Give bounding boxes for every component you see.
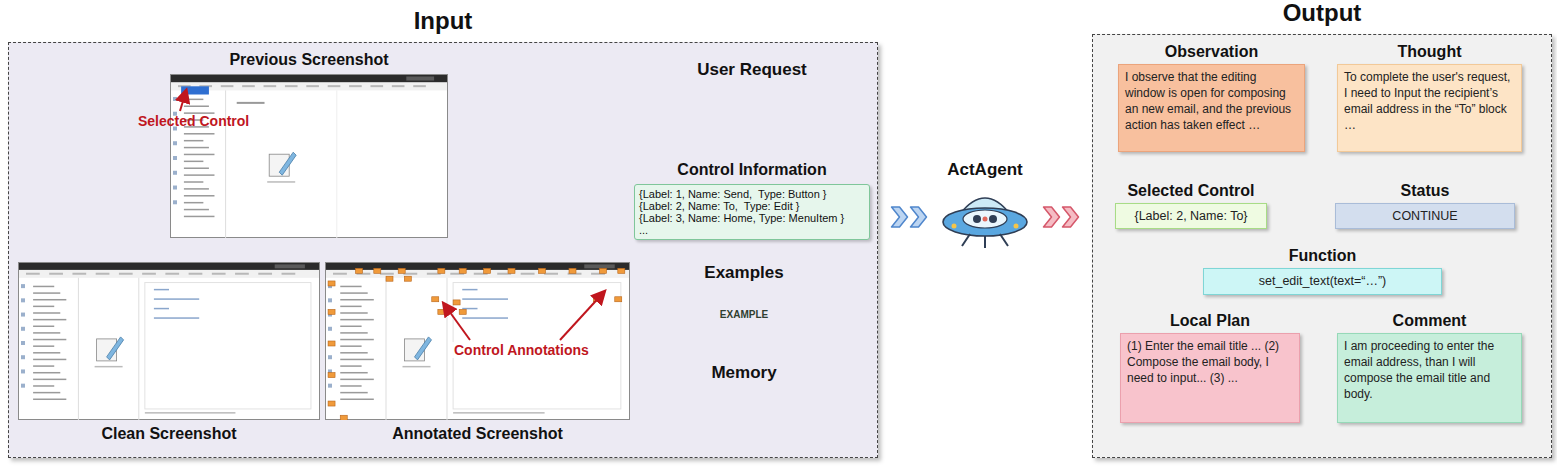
heading: Status	[1401, 182, 1450, 200]
callout-label: Control Annotations	[452, 342, 591, 358]
screenshot-image	[325, 262, 630, 420]
output-box: ObservationI observe that the editing wi…	[1118, 64, 1305, 152]
screenshot: Annotated Screenshot	[325, 262, 630, 420]
heading: Clean Screenshot	[101, 425, 236, 443]
leader-arrow	[444, 304, 470, 340]
chevron-connector	[1044, 207, 1079, 227]
output-box: ThoughtTo complete the user's request, I…	[1337, 64, 1522, 152]
box-text: {Label: 2, Name: To}	[1122, 208, 1260, 224]
agent-node: ActAgent	[940, 184, 1030, 250]
output-box: StatusCONTINUE	[1335, 203, 1515, 229]
box-text: set_edit_text(text=“…”)	[1210, 273, 1435, 289]
heading: Comment	[1393, 312, 1467, 330]
agent-robot-icon	[940, 184, 1030, 250]
heading: ActAgent	[947, 160, 1023, 180]
chevron	[892, 207, 908, 227]
box-text: (1) Enter the email title ... (2) Compos…	[1127, 338, 1293, 386]
box-text: CONTINUE	[1342, 208, 1508, 224]
control-entry: {Label: 1, Name: Send, Type: Button }	[639, 188, 865, 200]
output-box: Selected Control{Label: 2, Name: To}	[1115, 203, 1267, 229]
panel-box: InputPrevious ScreenshotClean Screenshot…	[8, 42, 878, 458]
screenshot: Previous Screenshot	[170, 74, 448, 238]
chevron-connector	[892, 207, 927, 227]
screenshot-image	[18, 262, 320, 420]
heading: Control Information	[677, 161, 826, 179]
heading: Output	[1283, 0, 1362, 27]
box-text: I observe that the editing window is ope…	[1125, 69, 1298, 133]
control-entry: {Label: 2, Name: To, Type: Edit }	[639, 200, 865, 212]
heading: Previous Screenshot	[229, 51, 388, 69]
heading: Selected Control	[1127, 182, 1254, 200]
box-text: To complete the user's request, I need t…	[1344, 69, 1515, 133]
heading: Local Plan	[1170, 312, 1250, 330]
heading: Function	[1289, 247, 1357, 265]
heading: Observation	[1165, 43, 1258, 61]
panel-box: OutputObservationI observe that the edit…	[1092, 34, 1552, 458]
leader-arrow	[560, 292, 604, 340]
control-entry: {Label: 3, Name: Home, Type: MenuItem }	[639, 212, 865, 224]
chevron	[1063, 207, 1079, 227]
output-box: CommentI am proceeding to enter the emai…	[1337, 333, 1522, 423]
input-heading: User Request	[697, 60, 807, 80]
heading: Annotated Screenshot	[392, 425, 563, 443]
box-text: I am proceeding to enter the email addre…	[1344, 338, 1515, 402]
chevron	[911, 207, 927, 227]
input-heading: Examples	[704, 263, 783, 283]
chevron	[1044, 207, 1060, 227]
leader-arrow	[180, 91, 186, 111]
control-entry: ...	[639, 224, 865, 236]
callout-label: Selected Control	[138, 113, 249, 129]
output-box: Functionset_edit_text(text=“…”)	[1203, 268, 1442, 295]
heading: Input	[414, 7, 473, 35]
input-heading: Memory	[711, 363, 776, 383]
heading: Thought	[1398, 43, 1462, 61]
icon-text: EXAMPLE	[720, 309, 768, 320]
screenshot: Clean Screenshot	[18, 262, 320, 420]
screenshot-image	[170, 74, 448, 238]
output-box: Local Plan(1) Enter the email title ... …	[1120, 333, 1300, 423]
output-box: Control Information{Label: 1, Name: Send…	[634, 184, 870, 240]
